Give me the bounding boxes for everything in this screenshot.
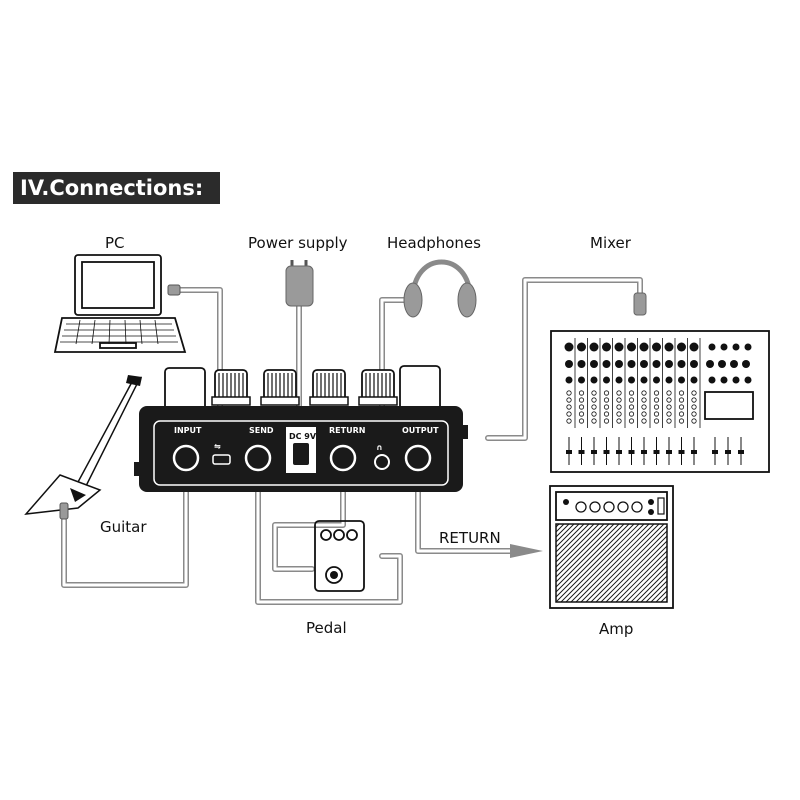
mixer: Mixer bbox=[550, 234, 770, 473]
cables: RETURN bbox=[61, 277, 643, 605]
pedal-knob bbox=[346, 529, 358, 541]
mixer-fader bbox=[578, 450, 585, 454]
power-supply: Power supply bbox=[248, 234, 348, 307]
amp-knob bbox=[589, 501, 601, 513]
mixer-channel-knob bbox=[602, 342, 611, 352]
multi-effects-device: INPUT SEND RETURN OUTPUT ⇋ DC 9V ∩ bbox=[134, 365, 468, 492]
input-jack bbox=[172, 444, 200, 472]
mixer-display bbox=[704, 391, 754, 420]
section-header: IV.Connections: bbox=[13, 172, 220, 204]
power-supply-label: Power supply bbox=[248, 234, 348, 252]
amp-control-panel bbox=[555, 491, 668, 521]
header-background bbox=[13, 172, 220, 204]
guitar-label: Guitar bbox=[100, 518, 147, 536]
usb-port bbox=[212, 454, 231, 465]
pedal-footswitch bbox=[325, 566, 343, 584]
pedal-body bbox=[314, 520, 365, 592]
pc-laptop: PC bbox=[53, 234, 187, 353]
guitar-plug-icon bbox=[59, 502, 69, 520]
mixer-channel-knob bbox=[627, 342, 636, 352]
headphone-jack bbox=[374, 454, 390, 470]
mixer-fader bbox=[678, 450, 685, 454]
mixer-label: Mixer bbox=[590, 234, 632, 252]
mixer-fader bbox=[653, 450, 660, 454]
mixer-fader bbox=[591, 450, 597, 454]
laptop-screen-frame bbox=[74, 254, 162, 316]
pedal-knob bbox=[320, 529, 332, 541]
amp-knob bbox=[603, 501, 615, 513]
mixer-channel-knob bbox=[614, 342, 624, 352]
mixer-fader bbox=[691, 450, 697, 454]
jack-output-label: OUTPUT bbox=[402, 426, 439, 435]
mixer-channel-knob bbox=[589, 342, 599, 352]
return-arrow-head bbox=[510, 544, 543, 558]
pedal: Pedal bbox=[306, 520, 365, 637]
power-jack bbox=[293, 443, 309, 465]
right-footswitch bbox=[399, 365, 441, 411]
mixer-channel-knob bbox=[664, 342, 674, 352]
send-jack bbox=[244, 444, 272, 472]
mixer-channel-knob bbox=[564, 342, 574, 352]
amp: Amp bbox=[549, 485, 674, 638]
knob-row bbox=[211, 369, 398, 406]
mixer-body bbox=[550, 330, 770, 473]
power-adapter-icon bbox=[285, 265, 314, 307]
mixer-channel-knob bbox=[652, 342, 661, 352]
amp-body bbox=[549, 485, 674, 609]
mixer-fader bbox=[666, 450, 672, 454]
laptop-screen bbox=[81, 261, 155, 309]
headphones-label: Headphones bbox=[387, 234, 481, 252]
section-title: IV.Connections: bbox=[20, 176, 203, 200]
xlr-plug-icon bbox=[633, 292, 647, 316]
headphone-right-cup bbox=[457, 282, 477, 318]
guitar-neck bbox=[76, 376, 142, 488]
mixer-fader bbox=[566, 450, 572, 454]
usb-port-icon: ⇋ bbox=[214, 442, 221, 451]
guitar-headstock bbox=[126, 375, 142, 386]
output-jack bbox=[404, 444, 432, 472]
mixer-channel-knob bbox=[639, 342, 649, 352]
amp-knobs bbox=[563, 497, 665, 515]
amp-knob bbox=[631, 501, 643, 513]
mixer-channel-knob bbox=[577, 342, 586, 352]
guitar-body bbox=[24, 474, 102, 515]
power-jack-label: DC 9V bbox=[289, 432, 317, 441]
mixer-fader bbox=[603, 450, 610, 454]
headphone-left-cup bbox=[403, 282, 423, 318]
usb-plug-icon bbox=[167, 284, 181, 296]
laptop-keyboard-base bbox=[53, 317, 187, 353]
mixer-channel-strips bbox=[564, 338, 752, 465]
mixer-fader bbox=[616, 450, 622, 454]
left-footswitch bbox=[164, 367, 206, 411]
mixer-fader bbox=[641, 450, 647, 454]
return-arrow-label: RETURN bbox=[439, 529, 501, 547]
pedal-knob bbox=[333, 529, 345, 541]
pedal-label: Pedal bbox=[306, 619, 347, 637]
jack-return-label: RETURN bbox=[329, 426, 365, 435]
guitar: Guitar bbox=[24, 375, 147, 536]
amp-knob bbox=[617, 501, 629, 513]
return-jack bbox=[329, 444, 357, 472]
mixer-channel-knob bbox=[689, 342, 699, 352]
jack-input-label: INPUT bbox=[174, 426, 202, 435]
headphones: Headphones bbox=[387, 234, 481, 318]
pc-label: PC bbox=[105, 234, 125, 252]
headphone-jack-icon: ∩ bbox=[376, 443, 383, 452]
amp-label: Amp bbox=[599, 620, 633, 638]
mixer-channel-knob bbox=[677, 342, 686, 352]
jack-send-label: SEND bbox=[249, 426, 274, 435]
amp-knob bbox=[575, 501, 587, 513]
mixer-fader bbox=[628, 450, 635, 454]
